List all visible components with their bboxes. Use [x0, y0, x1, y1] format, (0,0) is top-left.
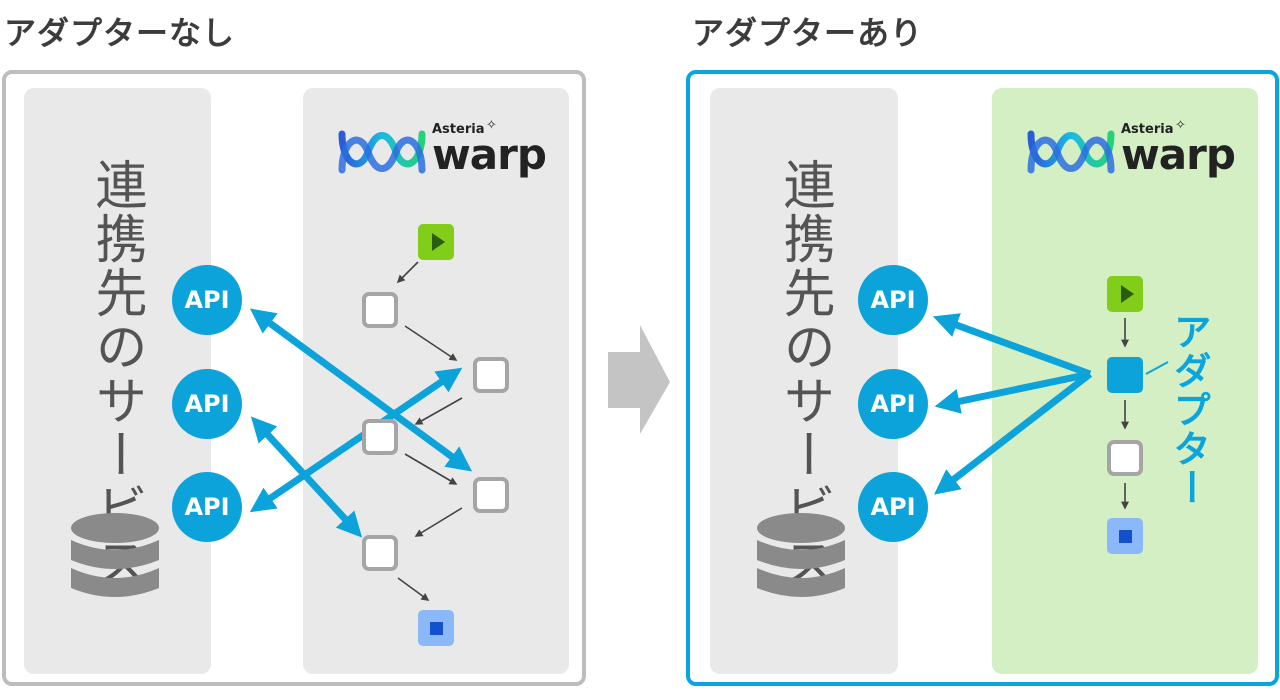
api-badge-1: API [172, 265, 242, 335]
logo-brand: Asteria [1121, 122, 1174, 137]
api-badge-6: API [858, 472, 928, 542]
warp-logo-icon [1027, 130, 1115, 174]
database-icon [757, 513, 845, 597]
api-badge-4: API [858, 265, 928, 335]
heading-without-adapter: アダプターなし [4, 14, 236, 52]
flow-node [1107, 440, 1143, 476]
without-adapter-frame [2, 70, 586, 686]
arrow-right-icon [608, 325, 670, 434]
warp-logo-icon [338, 130, 426, 174]
flow-node [362, 535, 398, 571]
warp-logo-left: Asteria ✧ warp [336, 118, 547, 186]
with-adapter-frame [686, 70, 1279, 686]
sparkle-icon: ✧ [486, 118, 497, 133]
warp-logo-right: Asteria ✧ warp [1025, 118, 1236, 186]
database-icon [71, 513, 159, 597]
stop-icon [418, 610, 454, 646]
stop-icon [1107, 518, 1143, 554]
flow-node [362, 292, 398, 328]
play-icon [418, 224, 454, 260]
heading-with-adapter: アダプターあり [692, 14, 924, 52]
play-icon [1107, 276, 1143, 312]
sparkle-icon: ✧ [1175, 118, 1186, 133]
flow-node [362, 419, 398, 455]
logo-brand: Asteria [432, 122, 485, 137]
adapter-label: アダプター [1167, 312, 1211, 507]
flow-node [473, 477, 509, 513]
api-badge-2: API [172, 369, 242, 439]
logo-product: warp [432, 130, 547, 179]
api-badge-5: API [858, 369, 928, 439]
adapter-node [1107, 357, 1143, 393]
api-badge-3: API [172, 472, 242, 542]
logo-product: warp [1121, 130, 1236, 179]
flow-node [473, 357, 509, 393]
